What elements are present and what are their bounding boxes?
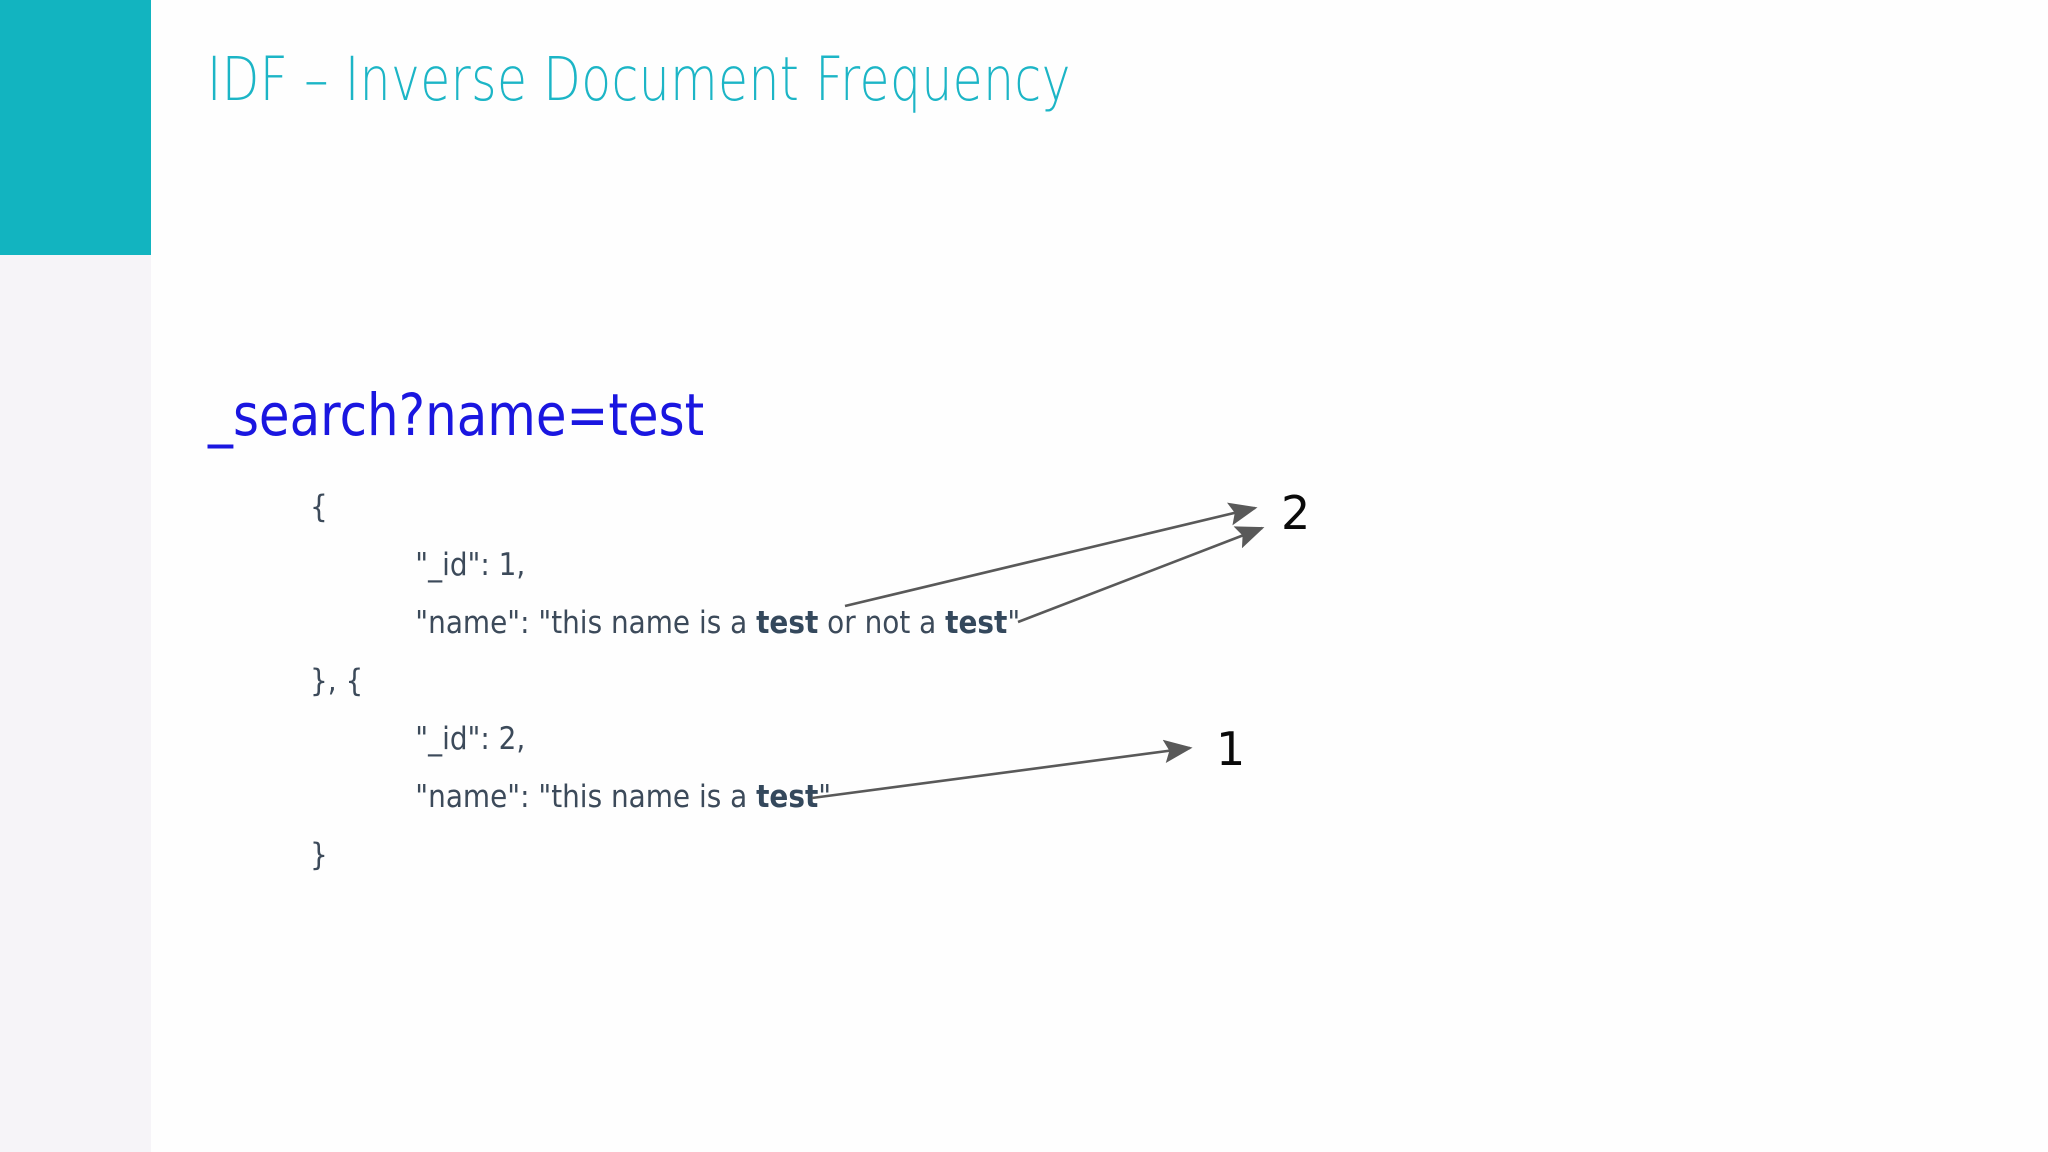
code-term-highlight: test — [756, 605, 819, 641]
code-text: } — [310, 837, 328, 873]
code-line: { — [310, 478, 1020, 536]
code-line: "name": "this name is a test or not a te… — [310, 594, 1020, 652]
code-text: " — [818, 779, 832, 815]
search-query-heading: _search?name=test — [208, 381, 705, 449]
code-line: }, { — [310, 652, 1020, 710]
code-text: "_id": 1, — [415, 547, 526, 583]
code-text: "_id": 2, — [415, 721, 526, 757]
code-text: " — [1007, 605, 1021, 641]
code-text: "name": "this name is a — [415, 779, 757, 815]
code-term-highlight: test — [945, 605, 1008, 641]
code-text: }, { — [310, 663, 364, 699]
json-code-block: { "_id": 1, "name": "this name is a test o… — [310, 478, 1099, 884]
code-term-highlight: test — [756, 779, 819, 815]
code-text: or not a — [818, 605, 946, 641]
code-line: "_id": 1, — [310, 536, 1020, 594]
code-text: "name": "this name is a — [415, 605, 757, 641]
code-line: "_id": 2, — [310, 710, 1020, 768]
left-accent-block — [0, 0, 151, 255]
code-line: "name": "this name is a test" — [310, 768, 1020, 826]
code-line: } — [310, 826, 1020, 884]
annotation-count-top: 2 — [1281, 486, 1311, 540]
page-title: IDF – Inverse Document Frequency — [207, 44, 1071, 115]
code-text: { — [310, 489, 328, 525]
annotation-count-bottom: 1 — [1216, 722, 1246, 776]
